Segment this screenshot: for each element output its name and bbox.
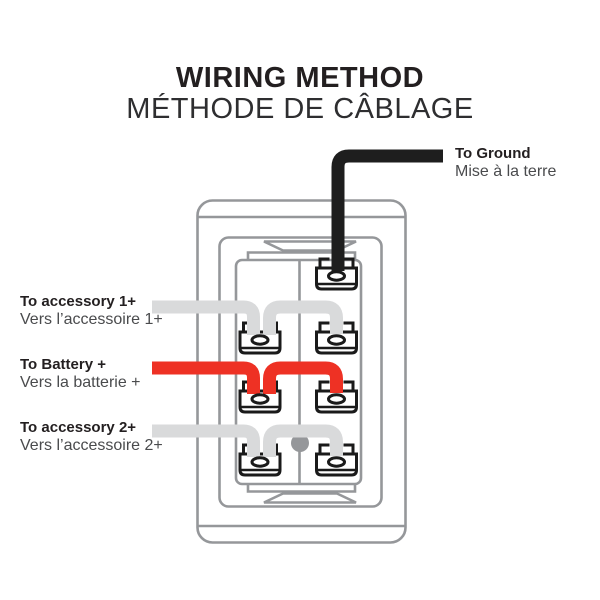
page-title: WIRING METHOD xyxy=(175,62,425,94)
terminal-slot-icon xyxy=(327,456,346,468)
ground-label-en: To Ground xyxy=(455,145,531,162)
terminal-slot-icon xyxy=(250,334,270,346)
battery-label-en: To Battery + xyxy=(20,356,106,373)
accessory2-label-fr: Vers l’accessoire 2+ xyxy=(20,437,163,454)
accessory2-wire xyxy=(152,424,260,457)
rocker-trapezoid-bottom xyxy=(263,492,357,504)
terminal-slot-icon xyxy=(327,334,346,346)
lamp-contact-dot xyxy=(291,434,309,452)
terminal-slot-icon xyxy=(250,456,270,468)
terminal-slot-icon xyxy=(327,393,346,405)
wires xyxy=(152,149,443,457)
battery-label-fr: Vers la batterie + xyxy=(20,374,141,391)
accessory1-wire xyxy=(152,300,260,335)
page-title-french: MÉTHODE DE CÂBLAGE xyxy=(126,93,474,125)
accessory1-label-fr: Vers l’accessoire 1+ xyxy=(20,311,163,328)
switch-body xyxy=(196,199,407,544)
battery-label: To Battery + Vers la batterie + xyxy=(20,356,141,392)
rocker-step-top xyxy=(246,251,357,260)
terminal-slot-icon xyxy=(327,270,346,282)
battery-jumper-wire xyxy=(263,361,343,394)
page-title-block: WIRING METHOD MÉTHODE DE CÂBLAGE xyxy=(0,63,600,125)
accessory2-label-en: To accessory 2+ xyxy=(20,419,137,436)
ground-label-fr: Mise à la terre xyxy=(455,163,557,180)
ground-wire xyxy=(331,149,443,271)
accessory1-jumper-wire xyxy=(263,300,343,335)
battery-wire xyxy=(152,361,260,394)
accessory1-label: To accessory 1+ Vers l’accessoire 1+ xyxy=(20,293,163,329)
accessory2-label: To accessory 2+ Vers l’accessoire 2+ xyxy=(20,419,163,455)
accessory1-label-en: To accessory 1+ xyxy=(20,293,137,310)
terminal-slot-icon xyxy=(250,393,270,405)
rocker-step-bottom xyxy=(246,484,357,493)
ground-label: To Ground Mise à la terre xyxy=(455,145,556,181)
accessory2-jumper-wire xyxy=(263,424,343,457)
